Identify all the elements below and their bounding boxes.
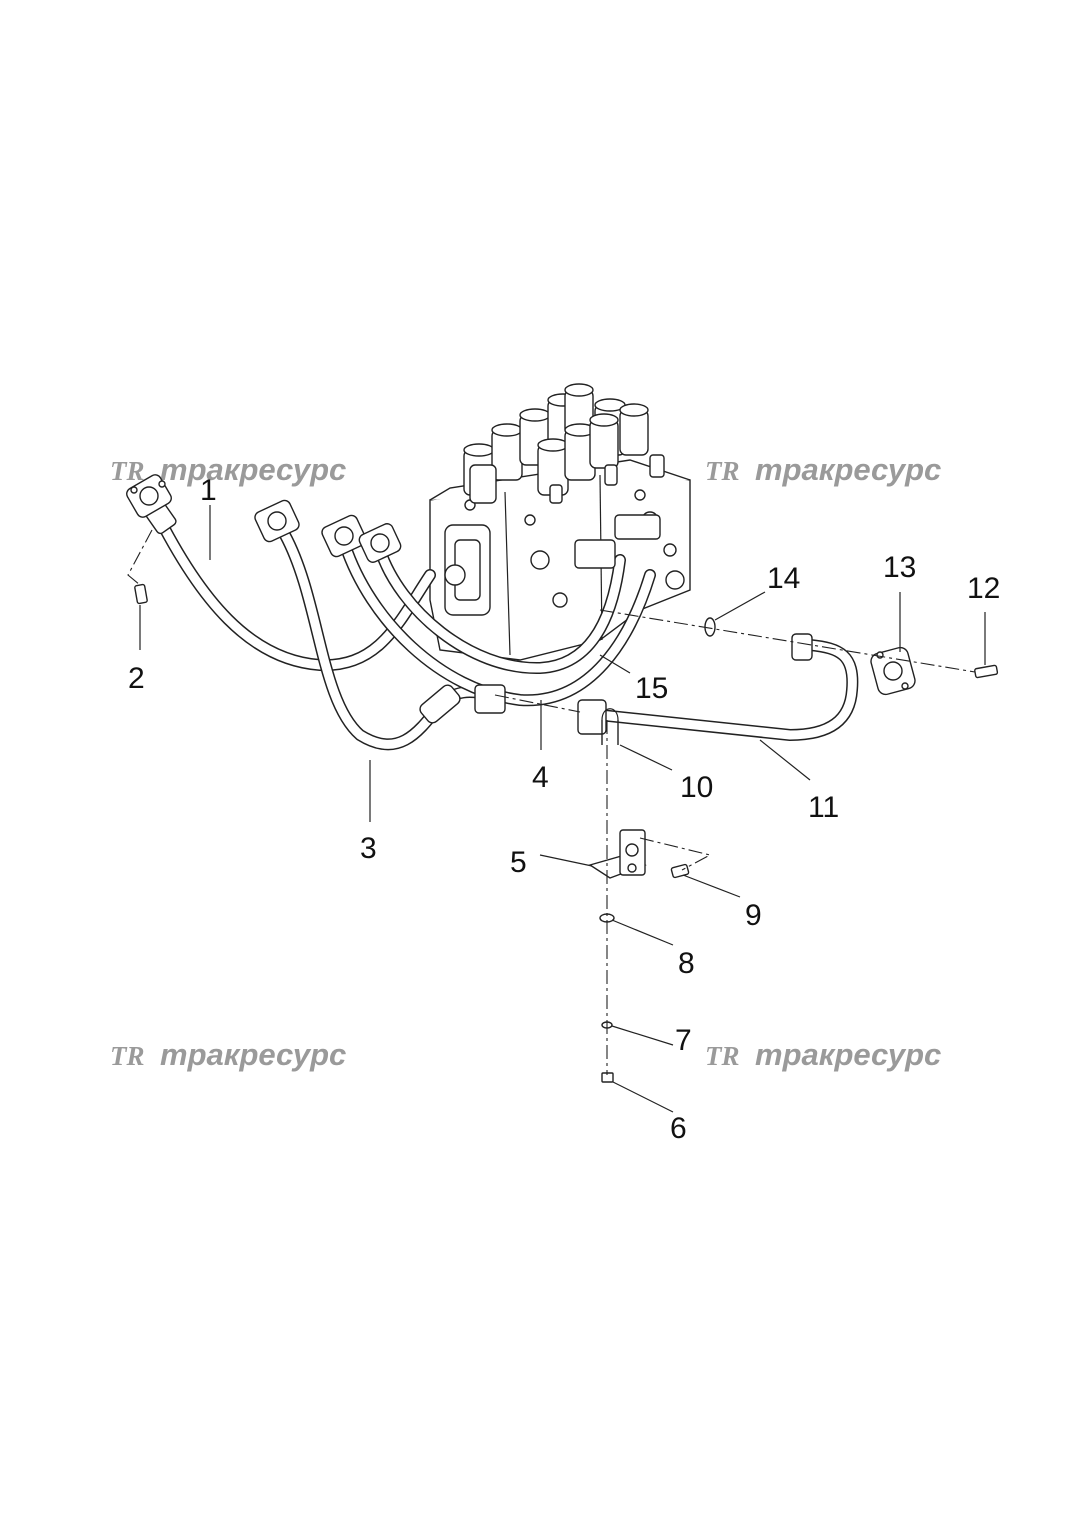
tube-11 bbox=[474, 633, 859, 741]
watermark-logo: TR bbox=[705, 1041, 740, 1071]
watermark-bottom-left: TR тракресурс bbox=[110, 1037, 346, 1072]
callout-2: 2 bbox=[128, 662, 145, 695]
callout-5: 5 bbox=[510, 846, 527, 879]
callout-12: 12 bbox=[967, 572, 1000, 605]
u-bolt-10 bbox=[601, 708, 619, 745]
hose-3 bbox=[254, 499, 496, 751]
callout-14: 14 bbox=[767, 562, 800, 595]
centerline-13 bbox=[599, 609, 976, 673]
watermark-logo: TR bbox=[705, 456, 740, 486]
callout-1: 1 bbox=[200, 474, 217, 507]
leader-lines bbox=[139, 505, 986, 1113]
bracket-5 bbox=[588, 829, 647, 879]
hose-4-flange bbox=[321, 514, 367, 558]
callout-7: 7 bbox=[675, 1024, 692, 1057]
callout-3: 3 bbox=[360, 832, 377, 865]
watermark-text: тракресурс bbox=[755, 452, 941, 487]
o-ring-14 bbox=[704, 617, 716, 637]
callout-labels: 1 2 3 4 5 6 7 8 9 10 11 12 13 14 15 bbox=[128, 474, 1000, 1145]
watermark-top-right: TR тракресурс bbox=[705, 452, 941, 487]
watermark-text: тракресурс bbox=[160, 452, 346, 487]
bolt-2 bbox=[134, 583, 148, 605]
callout-11: 11 bbox=[808, 791, 839, 824]
callout-13: 13 bbox=[883, 551, 916, 584]
callout-6: 6 bbox=[670, 1112, 687, 1145]
callout-9: 9 bbox=[745, 899, 762, 932]
hose-15-flange bbox=[358, 523, 402, 563]
hose-15 bbox=[358, 514, 661, 675]
watermark-bottom-right: TR тракресурс bbox=[705, 1037, 941, 1072]
watermark-top-left: TR тракресурс bbox=[110, 452, 346, 487]
bolt-12 bbox=[974, 664, 999, 679]
centerline-9 bbox=[639, 837, 712, 871]
watermark-text: тракресурс bbox=[160, 1037, 346, 1072]
centerline-2 bbox=[127, 529, 153, 586]
flange-13 bbox=[870, 646, 916, 696]
callout-8: 8 bbox=[678, 947, 695, 980]
solenoid-coils bbox=[463, 383, 665, 504]
watermark-text: тракресурс bbox=[755, 1037, 941, 1072]
callout-10: 10 bbox=[680, 771, 713, 804]
callout-15: 15 bbox=[635, 672, 668, 705]
centerline-4 bbox=[494, 694, 581, 713]
watermark-logo: TR bbox=[110, 1041, 145, 1071]
hose-1 bbox=[126, 474, 436, 672]
callout-4: 4 bbox=[532, 761, 549, 794]
bolt-9 bbox=[670, 863, 690, 879]
hose-3-flange bbox=[254, 499, 300, 543]
watermark-logo: TR bbox=[110, 456, 145, 486]
hose-1-flange bbox=[126, 474, 172, 518]
